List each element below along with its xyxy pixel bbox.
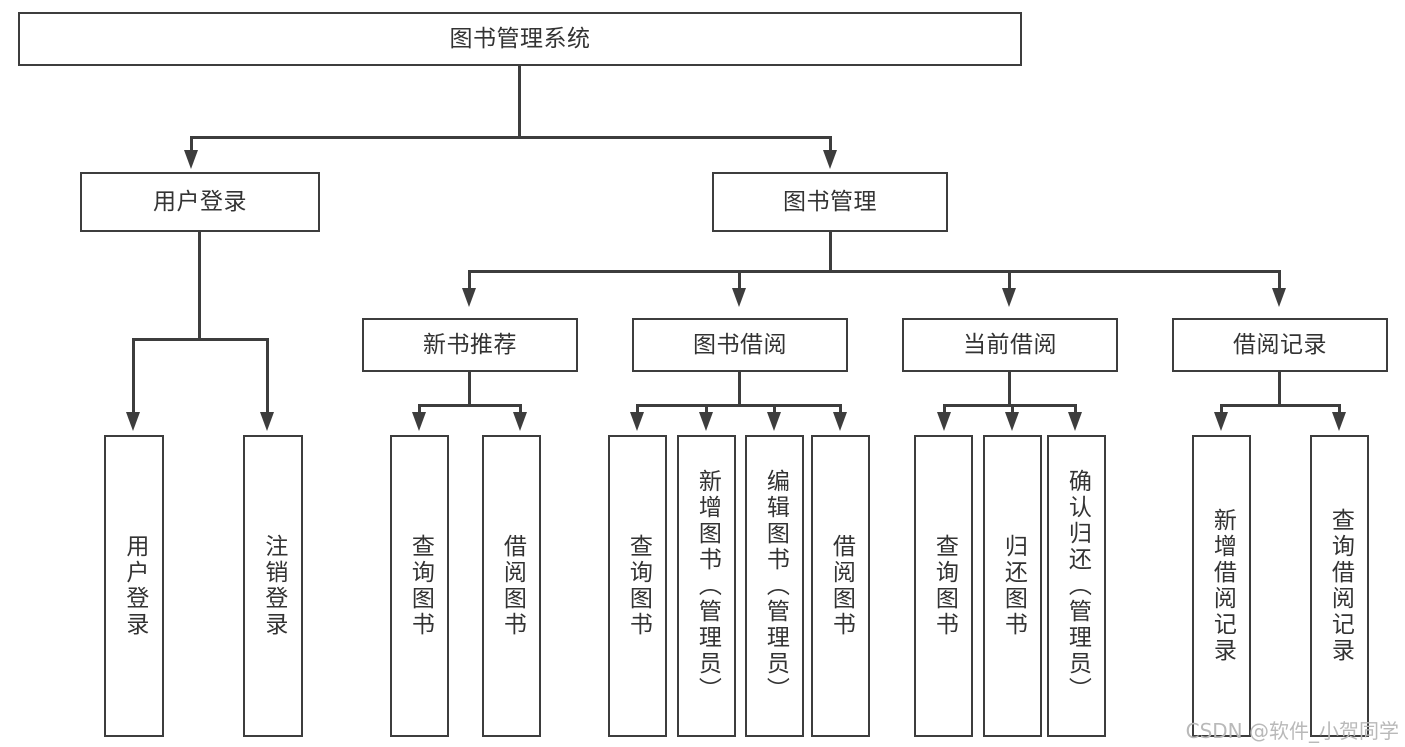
- node-label: 查询图书: [625, 534, 652, 638]
- node-label: 图书管理: [783, 188, 877, 215]
- node-label: 新增借阅记录: [1209, 508, 1236, 664]
- connector-bm-drop-1: [468, 270, 471, 296]
- connector-bb-stem: [738, 372, 741, 406]
- node-label: 归还图书: [1000, 534, 1027, 638]
- connector-cb-drop-3: [1074, 404, 1077, 418]
- connector-root-stem: [518, 66, 521, 138]
- arrowhead-bb-leaf-3: [767, 412, 781, 431]
- node-label: 新书推荐: [423, 331, 517, 358]
- leaf-borrow-book-bb[interactable]: 借阅图书: [811, 435, 870, 737]
- node-user-login[interactable]: 用户登录: [80, 172, 320, 232]
- node-label: 用户登录: [121, 534, 148, 638]
- leaf-query-book-bb[interactable]: 查询图书: [608, 435, 667, 737]
- leaf-borrow-book-nbr[interactable]: 借阅图书: [482, 435, 541, 737]
- leaf-query-book-cb[interactable]: 查询图书: [914, 435, 973, 737]
- connector-nbr-drop-1: [418, 404, 421, 418]
- node-label: 新增图书（管理员）: [694, 469, 721, 703]
- connector-br-drop-2: [1338, 404, 1341, 418]
- node-label: 当前借阅: [963, 331, 1057, 358]
- arrowhead-to-new-book-recommend: [462, 288, 476, 307]
- connector-br-stem: [1278, 372, 1281, 406]
- node-label: 编辑图书（管理员）: [762, 469, 789, 703]
- node-current-borrow[interactable]: 当前借阅: [902, 318, 1118, 372]
- arrowhead-root-to-book-management: [823, 150, 837, 169]
- node-label: 图书借阅: [693, 331, 787, 358]
- arrowhead-cb-leaf-1: [937, 412, 951, 431]
- connector-user-login-drop-2: [266, 338, 269, 418]
- connector-book-management-bus: [468, 270, 1281, 273]
- arrowhead-br-leaf-2: [1332, 412, 1346, 431]
- connector-cb-drop-2: [1011, 404, 1014, 418]
- connector-user-login-bus: [132, 338, 269, 341]
- connector-cb-stem: [1008, 372, 1011, 406]
- arrowhead-to-current-borrow: [1002, 288, 1016, 307]
- arrowhead-to-logout-leaf: [260, 412, 274, 431]
- node-label: 查询图书: [931, 534, 958, 638]
- leaf-return-book[interactable]: 归还图书: [983, 435, 1042, 737]
- watermark-text: CSDN @软件_小贺同学: [1185, 719, 1399, 743]
- connector-bb-drop-2: [705, 404, 708, 418]
- connector-book-management-stem: [829, 232, 832, 272]
- connector-br-bus: [1220, 404, 1341, 407]
- node-root-book-management-system[interactable]: 图书管理系统: [18, 12, 1022, 66]
- node-label: 借阅记录: [1233, 331, 1327, 358]
- connector-root-drop-1: [190, 136, 193, 161]
- connector-nbr-stem: [468, 372, 471, 406]
- leaf-confirm-return-admin[interactable]: 确认归还（管理员）: [1047, 435, 1106, 737]
- arrowhead-nbr-leaf-2: [513, 412, 527, 431]
- leaf-query-book-nbr[interactable]: 查询图书: [390, 435, 449, 737]
- node-label: 查询借阅记录: [1327, 508, 1354, 664]
- arrowhead-cb-leaf-3: [1068, 412, 1082, 431]
- connector-bb-bus: [636, 404, 842, 407]
- arrowhead-root-to-user-login: [184, 150, 198, 169]
- connector-bm-drop-4: [1278, 270, 1281, 296]
- connector-br-drop-1: [1220, 404, 1223, 418]
- arrowhead-cb-leaf-2: [1005, 412, 1019, 431]
- connector-root-bus: [190, 136, 832, 139]
- node-label: 用户登录: [153, 188, 247, 215]
- connector-nbr-drop-2: [519, 404, 522, 418]
- node-label: 查询图书: [407, 534, 434, 638]
- leaf-query-borrow-record[interactable]: 查询借阅记录: [1310, 435, 1369, 737]
- connector-root-drop-2: [829, 136, 832, 161]
- arrowhead-nbr-leaf-1: [412, 412, 426, 431]
- arrowhead-bb-leaf-2: [699, 412, 713, 431]
- connector-cb-bus: [943, 404, 1077, 407]
- node-label: 借阅图书: [499, 534, 526, 638]
- connector-bb-drop-3: [773, 404, 776, 418]
- arrowhead-br-leaf-1: [1214, 412, 1228, 431]
- connector-user-login-drop-1: [132, 338, 135, 418]
- node-label: 注销登录: [260, 534, 287, 638]
- leaf-logout[interactable]: 注销登录: [243, 435, 303, 737]
- node-book-management[interactable]: 图书管理: [712, 172, 948, 232]
- leaf-user-login[interactable]: 用户登录: [104, 435, 164, 737]
- leaf-add-borrow-record[interactable]: 新增借阅记录: [1192, 435, 1251, 737]
- leaf-add-book-admin[interactable]: 新增图书（管理员）: [677, 435, 736, 737]
- arrowhead-to-borrow-record: [1272, 288, 1286, 307]
- connector-nbr-bus: [418, 404, 522, 407]
- connector-user-login-stem: [198, 232, 201, 340]
- node-book-borrow[interactable]: 图书借阅: [632, 318, 848, 372]
- arrowhead-to-book-borrow: [732, 288, 746, 307]
- node-new-book-recommend[interactable]: 新书推荐: [362, 318, 578, 372]
- arrowhead-to-user-login-leaf: [126, 412, 140, 431]
- node-label: 确认归还（管理员）: [1064, 469, 1091, 703]
- node-borrow-record[interactable]: 借阅记录: [1172, 318, 1388, 372]
- connector-bb-drop-4: [839, 404, 842, 418]
- node-label: 借阅图书: [828, 534, 855, 638]
- connector-bm-drop-3: [1008, 270, 1011, 296]
- arrowhead-bb-leaf-4: [833, 412, 847, 431]
- connector-bm-drop-2: [738, 270, 741, 296]
- node-label: 图书管理系统: [449, 25, 591, 52]
- connector-bb-drop-1: [636, 404, 639, 418]
- arrowhead-bb-leaf-1: [630, 412, 644, 431]
- leaf-edit-book-admin[interactable]: 编辑图书（管理员）: [745, 435, 804, 737]
- connector-cb-drop-1: [943, 404, 946, 418]
